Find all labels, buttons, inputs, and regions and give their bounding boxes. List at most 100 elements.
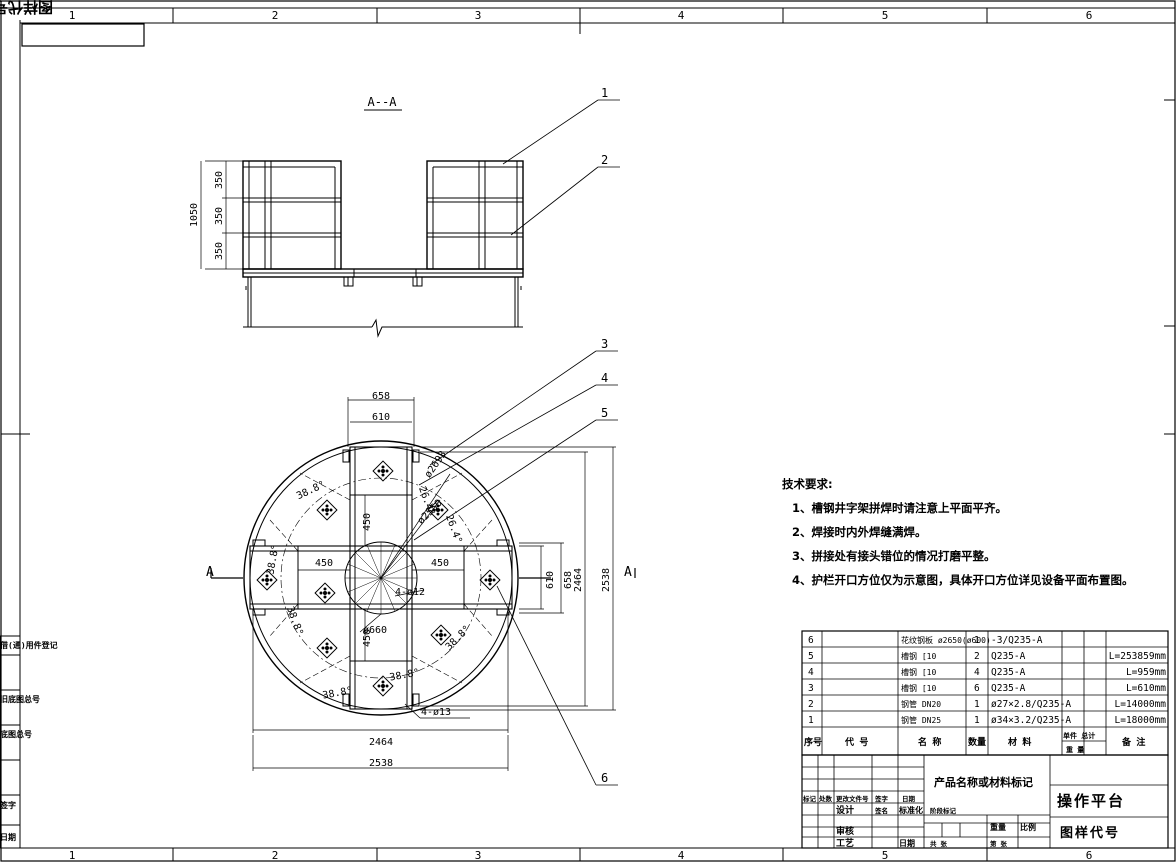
bom-header-name: 名 称	[918, 736, 941, 748]
dim-2464-bottom: 2464	[369, 737, 393, 748]
bom-header-weight: 重 量	[1066, 745, 1084, 754]
zone-top-4: 4	[678, 9, 685, 22]
bom-cell-material: Q235-A	[991, 667, 1026, 678]
bom-cell-qty: 1	[974, 635, 980, 646]
callout-1: 1	[601, 86, 608, 100]
bom-cell-material: Q235-A	[991, 683, 1026, 694]
bom-cell-name: 槽钢 [10	[901, 651, 936, 661]
drawing-code-box-rotated: 图样代号	[0, 0, 53, 16]
bom-cell-no: 5	[808, 651, 814, 662]
drawing-code-label: 图样代号	[1060, 825, 1120, 841]
bom-cell-name: 槽钢 [10	[901, 667, 936, 677]
product-label: 产品名称或材料标记	[934, 775, 1033, 789]
tb-review: 审核	[836, 825, 854, 837]
bom-cell-remark: L=959mm	[1126, 667, 1166, 678]
drawing-name: 操作平台	[1057, 792, 1125, 810]
dim-2538-bottom: 2538	[369, 758, 393, 769]
zone-bottom-1: 1	[69, 849, 76, 862]
margin-label-4: 签字	[0, 800, 16, 810]
dim-1050: 1050	[189, 203, 200, 227]
zone-bottom-4: 4	[678, 849, 685, 862]
bom-header-no: 序号	[804, 736, 822, 748]
dim-2464-right: 2464	[573, 568, 584, 592]
bom-cell-name: 钢管 DN25	[901, 715, 941, 725]
bom-cell-qty: 1	[974, 699, 980, 710]
bom-cell-no: 4	[808, 667, 814, 678]
tb-count: 处数	[818, 794, 833, 803]
bom-cell-material: -3/Q235-A	[991, 635, 1043, 646]
tb-total-sheets: 共 张	[930, 839, 947, 848]
dim-d660: ø660	[363, 625, 387, 636]
margin-label-1: 借(通)用件登记	[0, 640, 58, 650]
bom-cell-remark: L=610mm	[1126, 683, 1166, 694]
dim-610-right: 610	[545, 571, 556, 589]
tb-marks: 标记	[802, 794, 817, 803]
title-block	[801, 754, 1169, 849]
tb-sign: 签字	[874, 794, 889, 803]
zone-bottom-5: 5	[882, 849, 889, 862]
bom-cell-qty: 6	[974, 683, 980, 694]
bom-cell-remark: L=14000mm	[1115, 699, 1167, 710]
dim-450-bottom: 450	[362, 629, 373, 647]
bom-cell-no: 3	[808, 683, 814, 694]
dim-658-top: 658	[372, 391, 390, 402]
bom-cell-qty: 1	[974, 715, 980, 726]
tech-requirements-title: 技术要求:	[782, 477, 833, 491]
bom-cell-qty: 4	[974, 667, 980, 678]
angle-38-d: 38.8°	[322, 686, 354, 702]
bom-cell-material: ø27×2.8/Q235-A	[991, 699, 1071, 710]
section-title: A--A	[368, 95, 398, 109]
callout-5: 5	[601, 406, 608, 420]
tb-standard: 标准化	[898, 805, 923, 815]
zone-top-2: 2	[272, 9, 279, 22]
margin-label-3: 底图总号	[0, 729, 32, 739]
bom-header-qty: 数量	[968, 736, 986, 748]
tech-requirement-item: 4、护栏开口方位仅为示意图，具体开口方位详见设备平面布置图。	[792, 573, 1134, 587]
margin-label-2: 旧底图总号	[0, 694, 40, 704]
dim-658-right: 658	[563, 571, 574, 589]
section-view: A--A	[200, 95, 524, 338]
bom-header-material: 材 料	[1007, 736, 1031, 748]
bom-cell-remark: L=18000mm	[1115, 715, 1167, 726]
tech-requirements: 技术要求: 1、槽钢井字架拼焊时请注意上平面平齐。 2、焊接时内外焊缝满焊。 3…	[782, 472, 1174, 592]
angle-38-c: 38.8°	[284, 605, 305, 637]
bom-cell-material: Q235-A	[991, 651, 1026, 662]
bom-cell-name: 槽钢 [10	[901, 683, 936, 693]
dim-350-b: 350	[214, 207, 225, 225]
tech-requirement-item: 3、拼接处有接头错位的情况打磨平整。	[792, 549, 996, 563]
dim-450-right: 450	[431, 558, 449, 569]
bom-cell-material: ø34×3.2/Q235-A	[991, 715, 1071, 726]
bom-cell-name: 花纹钢板 ø2650(ø600)	[901, 635, 991, 645]
bom-header-code: 代 号	[844, 736, 868, 748]
zone-bottom-6: 6	[1086, 849, 1093, 862]
tb-stage-mark: 阶段标记	[930, 806, 957, 815]
tb-approve-date: 日期	[899, 838, 915, 848]
bom-table	[801, 630, 1169, 756]
bom-cell-qty: 2	[974, 651, 980, 662]
zone-bottom-3: 3	[475, 849, 482, 862]
callout-2: 2	[601, 153, 608, 167]
tb-date: 日期	[902, 794, 916, 803]
dim-450-top: 450	[362, 513, 373, 531]
zone-top-3: 3	[475, 9, 482, 22]
tb-scale: 比例	[1020, 822, 1036, 832]
dim-holes-13: 4-ø13	[421, 707, 451, 718]
zone-top-6: 6	[1086, 9, 1093, 22]
zone-top-1: 1	[69, 9, 76, 22]
bom-cell-remark: L=253859mm	[1109, 651, 1166, 662]
plan-view	[210, 397, 636, 771]
tb-process: 工艺	[836, 837, 854, 849]
bom-cell-name: 钢管 DN20	[901, 699, 941, 709]
bom-cell-no: 2	[808, 699, 814, 710]
tech-requirement-item: 2、焊接时内外焊缝满焊。	[792, 525, 927, 539]
dim-350-c: 350	[214, 242, 225, 260]
tb-design: 设计	[836, 804, 854, 816]
section-mark-left: A	[206, 565, 214, 580]
angle-38-e: 38.8°	[389, 668, 421, 684]
bom-header-unit-total: 单件 总计	[1063, 731, 1095, 740]
tech-requirement-item: 1、槽钢井字架拼焊时请注意上平面平齐。	[792, 501, 1007, 515]
tb-sheet-no: 第 张	[990, 839, 1007, 848]
dim-450-left: 450	[315, 558, 333, 569]
tb-file-no: 更改文件号	[836, 794, 869, 803]
